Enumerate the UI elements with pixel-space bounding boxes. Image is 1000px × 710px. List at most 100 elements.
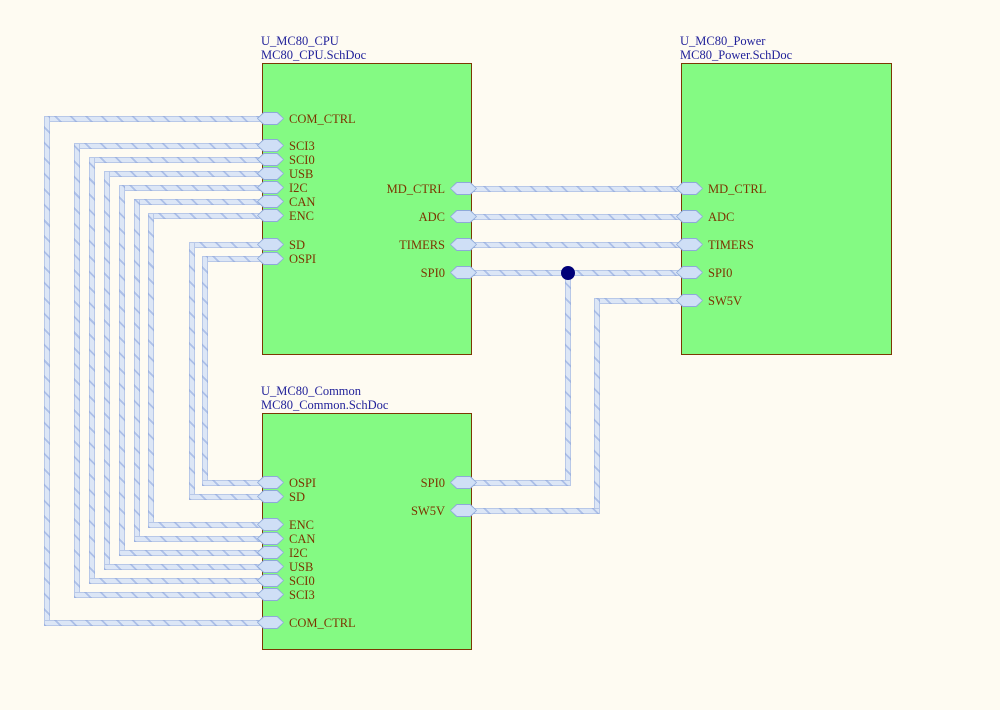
wire-sci3[interactable] xyxy=(74,592,261,598)
wire-spi0[interactable] xyxy=(473,480,571,486)
wire-usb[interactable] xyxy=(104,171,261,177)
sheet-entry-power-timers[interactable] xyxy=(676,238,703,251)
sheet-entry-cpu-sd[interactable] xyxy=(257,238,284,251)
sheet-entry-shape xyxy=(258,239,283,250)
port-label: CAN xyxy=(289,532,316,546)
sheet-entry-common-com_ctrl[interactable] xyxy=(257,616,284,629)
wire-sd[interactable] xyxy=(189,494,261,500)
sheet-entry-cpu-sci0[interactable] xyxy=(257,153,284,166)
sheet-entry-common-spi0[interactable] xyxy=(450,476,477,489)
wire-enc[interactable] xyxy=(148,522,261,528)
wire-ospi[interactable] xyxy=(202,256,208,486)
sheet-entry-cpu-ospi[interactable] xyxy=(257,252,284,265)
sheet-designator[interactable]: U_MC80_Power xyxy=(680,34,766,48)
port-label: COM_CTRL xyxy=(289,112,356,126)
sheet-entry-common-can[interactable] xyxy=(257,532,284,545)
sheet-entry-common-ospi[interactable] xyxy=(257,476,284,489)
wire-sci3[interactable] xyxy=(74,143,80,598)
sheet-entry-cpu-md_ctrl[interactable] xyxy=(450,182,477,195)
wire-i2c[interactable] xyxy=(119,185,261,191)
wire-sd[interactable] xyxy=(189,242,195,500)
sheet-entry-power-sw5v[interactable] xyxy=(676,294,703,307)
sheet-entry-cpu-adc[interactable] xyxy=(450,210,477,223)
wire-spi0[interactable] xyxy=(565,270,571,486)
port-label: COM_CTRL xyxy=(289,616,356,630)
wire-timers[interactable] xyxy=(473,242,680,248)
wire-enc[interactable] xyxy=(148,213,154,528)
port-label: ADC xyxy=(418,210,445,224)
sheet-entry-power-spi0[interactable] xyxy=(676,266,703,279)
port-label: TIMERS xyxy=(708,238,754,252)
sheet-entry-cpu-enc[interactable] xyxy=(257,209,284,222)
sheet-symbol-common[interactable] xyxy=(262,413,472,650)
sheet-entry-shape xyxy=(258,210,283,221)
wire-sci0[interactable] xyxy=(89,157,261,163)
wire-usb[interactable] xyxy=(104,171,110,570)
sheet-entry-cpu-spi0[interactable] xyxy=(450,266,477,279)
sheet-entry-common-sci0[interactable] xyxy=(257,574,284,587)
sheet-entry-shape xyxy=(258,113,283,124)
sheet-entry-cpu-com_ctrl[interactable] xyxy=(257,112,284,125)
wire-can[interactable] xyxy=(134,536,261,542)
wire-i2c[interactable] xyxy=(119,185,125,556)
sheet-entry-cpu-sci3[interactable] xyxy=(257,139,284,152)
sheet-entry-cpu-can[interactable] xyxy=(257,195,284,208)
sheet-entry-common-usb[interactable] xyxy=(257,560,284,573)
wire-adc[interactable] xyxy=(473,214,680,220)
wire-sw5v[interactable] xyxy=(594,298,600,514)
wire-can[interactable] xyxy=(134,199,140,542)
sheet-entry-shape xyxy=(258,140,283,151)
wire-can[interactable] xyxy=(134,199,261,205)
sheet-entry-cpu-timers[interactable] xyxy=(450,238,477,251)
port-label: SCI3 xyxy=(289,139,315,153)
wire-usb[interactable] xyxy=(104,564,261,570)
port-label: SW5V xyxy=(410,504,445,518)
wire-spi0[interactable] xyxy=(473,270,680,276)
wire-sci3[interactable] xyxy=(74,143,261,149)
wire-com_ctrl[interactable] xyxy=(44,116,261,122)
wire-md_ctrl[interactable] xyxy=(473,186,680,192)
sheet-filename[interactable]: MC80_Power.SchDoc xyxy=(680,47,793,62)
sheet-filename[interactable]: MC80_CPU.SchDoc xyxy=(261,47,367,62)
wire-sw5v[interactable] xyxy=(594,298,680,304)
sheet-entry-shape xyxy=(677,267,702,278)
sheet-entry-common-sci3[interactable] xyxy=(257,588,284,601)
sheet-entry-power-adc[interactable] xyxy=(676,210,703,223)
sheet-entry-shape xyxy=(451,505,476,516)
sheet-entry-shape xyxy=(451,267,476,278)
sheet-filename[interactable]: MC80_Common.SchDoc xyxy=(261,397,389,412)
wire-com_ctrl[interactable] xyxy=(44,620,261,626)
port-label: TIMERS xyxy=(399,238,445,252)
port-label: SPI0 xyxy=(708,266,733,280)
sheet-entry-cpu-usb[interactable] xyxy=(257,167,284,180)
port-label: ENC xyxy=(289,209,314,223)
sheet-entry-common-sd[interactable] xyxy=(257,490,284,503)
sheet-entry-common-sw5v[interactable] xyxy=(450,504,477,517)
wire-sw5v[interactable] xyxy=(473,508,600,514)
wire-enc[interactable] xyxy=(148,213,261,219)
sheet-entry-shape xyxy=(258,491,283,502)
sheet-designator[interactable]: U_MC80_CPU xyxy=(261,34,339,48)
sheet-entry-common-enc[interactable] xyxy=(257,518,284,531)
sheet-entry-common-i2c[interactable] xyxy=(257,546,284,559)
sheet-entry-power-md_ctrl[interactable] xyxy=(676,182,703,195)
sheet-designator[interactable]: U_MC80_Common xyxy=(261,384,362,398)
wire-com_ctrl[interactable] xyxy=(44,116,50,626)
wire-ospi[interactable] xyxy=(202,480,261,486)
wire-ospi[interactable] xyxy=(202,256,261,262)
port-label: OSPI xyxy=(289,476,317,490)
wire-i2c[interactable] xyxy=(119,550,261,556)
port-label: CAN xyxy=(289,195,316,209)
wire-sd[interactable] xyxy=(189,242,261,248)
junction-dot[interactable] xyxy=(561,266,575,280)
sheet-entry-cpu-i2c[interactable] xyxy=(257,181,284,194)
wire-sci0[interactable] xyxy=(89,157,95,584)
sheet-symbol-power[interactable] xyxy=(681,63,892,355)
sheet-entry-shape xyxy=(451,183,476,194)
port-label: USB xyxy=(289,560,314,574)
port-label: SCI0 xyxy=(289,574,315,588)
sheet-symbol-cpu[interactable] xyxy=(262,63,472,355)
wire-sci0[interactable] xyxy=(89,578,261,584)
